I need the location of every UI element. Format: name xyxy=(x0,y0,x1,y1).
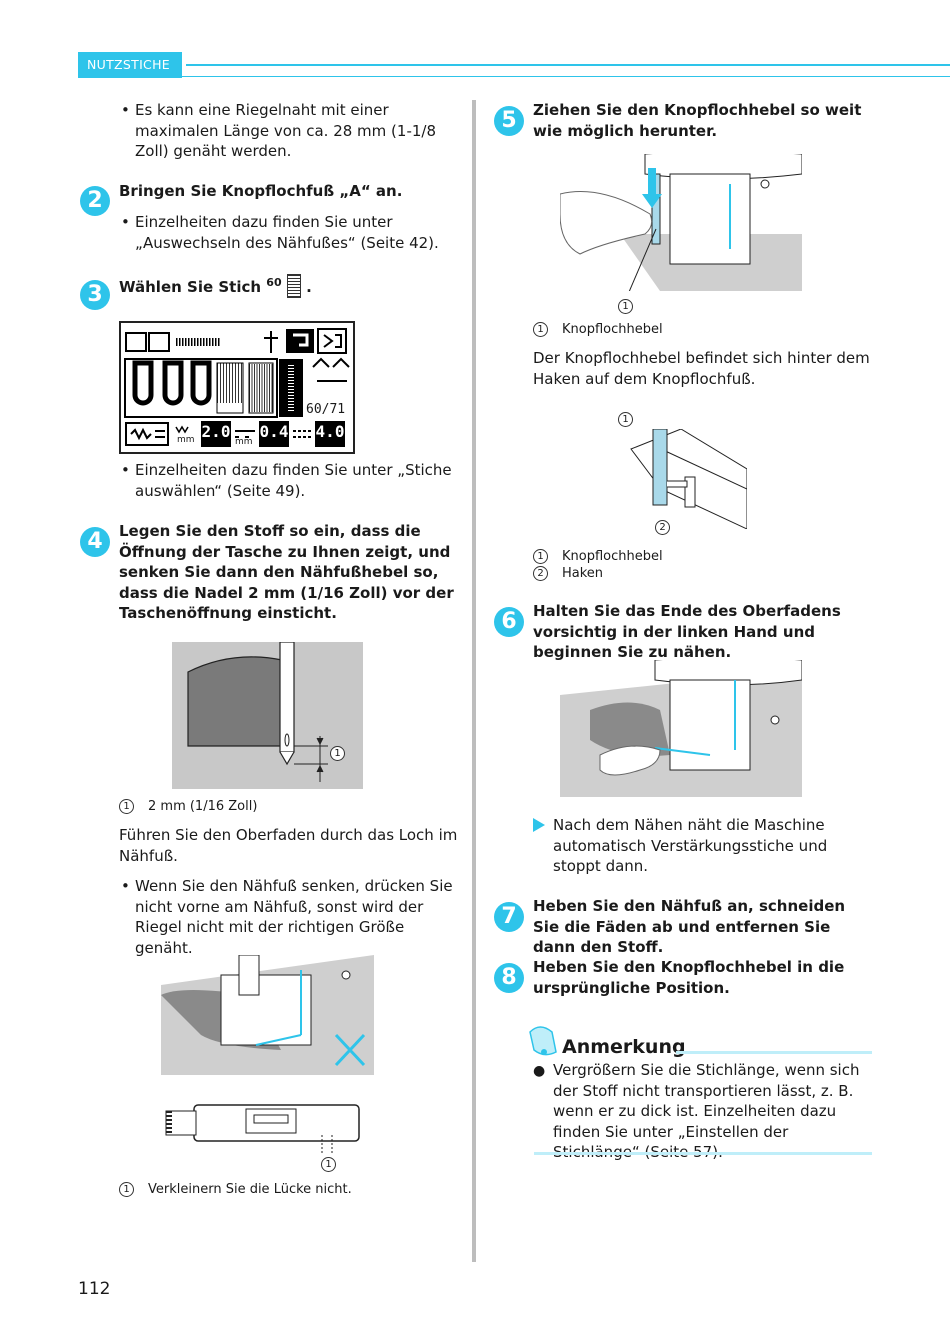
section-header: NUTZSTICHE xyxy=(78,52,950,78)
callout-1: 1 xyxy=(618,412,633,427)
step-2-title: Bringen Sie Knopflochfuß „A“ an. xyxy=(119,182,403,200)
step-7-title: Heben Sie den Nähfuß an, schneiden Sie d… xyxy=(533,897,846,956)
para-behind: Der Knopflochhebel befindet sich hinter … xyxy=(533,349,870,388)
step-7-number: 7 xyxy=(494,902,524,932)
step-6-title: Halten Sie das Ende des Oberfadens vorsi… xyxy=(533,602,841,661)
lcd-length-value: 0.4 xyxy=(259,422,289,441)
step-3-title: Wählen Sie Stich 60 . xyxy=(119,274,312,298)
foot-gap-graphic xyxy=(165,1104,360,1155)
step-6-number: 6 xyxy=(494,607,524,637)
lcd-length-unit: mm xyxy=(235,437,253,447)
note-rule xyxy=(676,1051,872,1054)
note-text: Vergrößern Sie die Stichlänge, wenn sich… xyxy=(553,1061,860,1161)
callout-1: 1 xyxy=(618,299,633,314)
foot-gap-figure: 1 xyxy=(164,1095,369,1175)
hook-figure xyxy=(621,428,748,530)
bullet-dot: • xyxy=(121,877,130,895)
bullet-dot: • xyxy=(121,461,130,479)
needle-graphic xyxy=(187,641,328,782)
step-5-number: 5 xyxy=(494,106,524,136)
note-bullet-dot: ● xyxy=(533,1063,546,1079)
note-rule-bottom xyxy=(534,1152,872,1155)
bullet-dot: • xyxy=(121,101,130,119)
callout-2: 2 xyxy=(655,520,670,535)
hook-graphic xyxy=(630,428,748,530)
step-8-number: 8 xyxy=(494,963,524,993)
lcd-display: 60/71 2.0 mm mm 0.4 4.0 xyxy=(119,321,355,454)
callout-1: 1 xyxy=(321,1157,336,1172)
bullet-press: • Wenn Sie den Nähfuß senken, drücken Si… xyxy=(121,877,453,957)
step-2-number: 2 xyxy=(80,186,110,216)
presser-foot-figure xyxy=(161,954,374,1075)
lever-pull-graphic xyxy=(559,151,803,300)
step-5-title: Ziehen Sie den Knopflochhebel so weit wi… xyxy=(533,101,862,140)
lcd-width-unit: mm xyxy=(177,435,195,445)
step-3-number: 3 xyxy=(80,280,110,310)
stitch-number: 60 xyxy=(266,276,282,289)
lcd-stitch-count: 60/71 xyxy=(306,402,346,417)
lcd-tension-value: 4.0 xyxy=(315,422,345,441)
column-divider xyxy=(472,100,476,1262)
sewing-figure xyxy=(560,657,803,797)
section-tab: NUTZSTICHE xyxy=(78,52,182,78)
needle-figure: 1 xyxy=(172,641,363,789)
header-rule xyxy=(186,64,950,66)
step-4-number: 4 xyxy=(80,527,110,557)
result-arrow-icon xyxy=(533,818,545,832)
bullet-dot: • xyxy=(121,213,130,231)
presser-foot-graphic xyxy=(161,954,374,1075)
bullet-intro: • Es kann eine Riegelnaht mit einer maxi… xyxy=(121,101,436,160)
callout-1: 1 xyxy=(330,746,345,761)
header-rule-bottom xyxy=(78,76,950,77)
step-8-title: Heben Sie den Knopflochhebel in die ursp… xyxy=(533,958,845,997)
note-title: Anmerkung xyxy=(562,1036,686,1058)
para-thread: Führen Sie den Oberfaden durch das Loch … xyxy=(119,826,458,865)
result-text: Nach dem Nähen näht die Maschine automat… xyxy=(553,816,828,875)
sewing-graphic xyxy=(560,657,803,797)
lever-pull-figure xyxy=(559,151,803,300)
lcd-graphic xyxy=(124,328,350,447)
page-number: 112 xyxy=(78,1279,111,1299)
stitch-icon xyxy=(286,274,301,298)
step-3-bullet: • Einzelheiten dazu finden Sie unter „St… xyxy=(121,461,452,500)
step-2-bullet: • Einzelheiten dazu finden Sie unter „Au… xyxy=(121,213,439,252)
note-bell-icon xyxy=(526,1024,560,1062)
lcd-width-value: 2.0 xyxy=(201,422,231,441)
step-4-title: Legen Sie den Stoff so ein, dass die Öff… xyxy=(119,522,454,622)
